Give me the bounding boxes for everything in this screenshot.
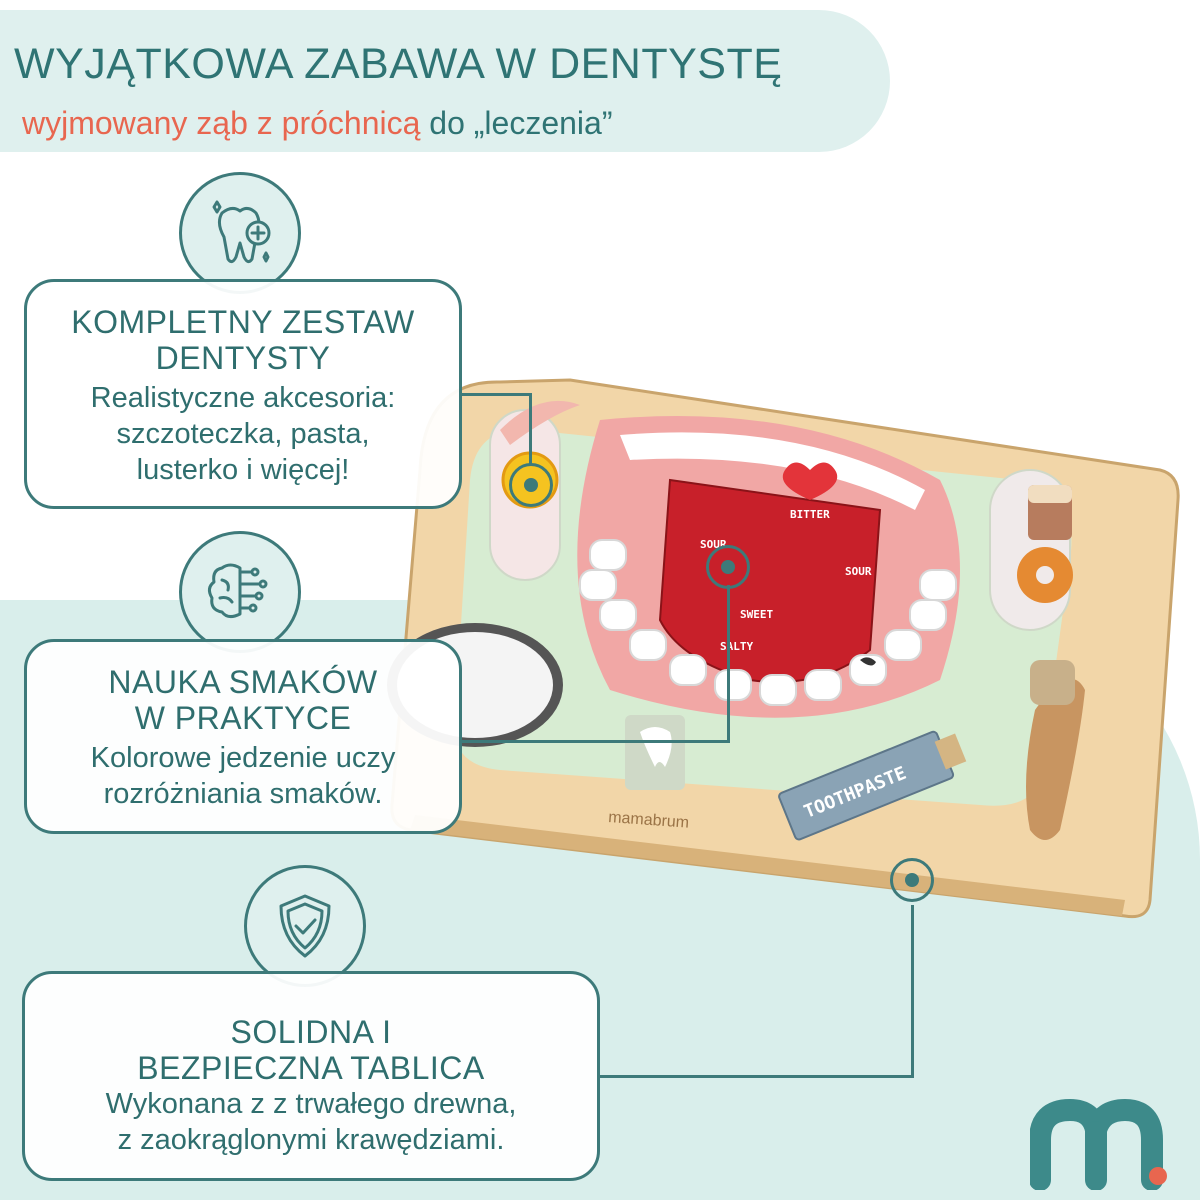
page-title: WYJĄTKOWA ZABAWA W DENTYSTĘ — [14, 40, 783, 88]
feature-1-title-line-1: KOMPLETNY ZESTAW — [71, 304, 415, 340]
board-brand: mamabrum — [608, 809, 690, 832]
tongue-label-sour-right: SOUR — [845, 565, 872, 578]
header-banner: WYJĄTKOWA ZABAWA W DENTYSTĘ wyjmowany zą… — [0, 10, 890, 152]
feature-2-title-line-2: W PRAKTYCE — [134, 700, 352, 736]
feature-3-body-line-2: z zaokrąglonymi krawędziami. — [117, 1124, 505, 1156]
feature-2-title-line-1: NAUKA SMAKÓW — [108, 664, 378, 700]
feature-1-body-line-1: Realistyczne akcesoria: — [90, 382, 396, 414]
tooth-plus-icon — [212, 200, 271, 264]
feature-2-card: NAUKA SMAKÓW W PRAKTYCE Kolorowe jedzeni… — [24, 639, 462, 834]
connector-3-h — [600, 1075, 914, 1078]
feature-3-icon-circle — [244, 865, 366, 987]
subtitle-rest: do „leczenia” — [420, 105, 613, 141]
hotspot-2 — [706, 545, 750, 589]
feature-1-body-line-3: lusterko i więcej! — [136, 454, 350, 486]
tongue-label-sweet: SWEET — [740, 608, 773, 621]
hotspot-3 — [890, 858, 934, 902]
connector-3-v — [911, 905, 914, 1078]
feature-2-icon-circle — [179, 531, 301, 653]
feature-1-title-line-2: DENTYSTY — [155, 340, 331, 376]
connector-2-h — [462, 740, 730, 743]
brain-circuit-icon — [207, 563, 268, 619]
feature-3-title-line-1: SOLIDNA I — [230, 1014, 392, 1050]
feature-2-body-line-1: Kolorowe jedzenie uczy — [90, 742, 396, 774]
feature-1-icon-circle — [179, 172, 301, 294]
tongue-label-bitter: BITTER — [790, 508, 830, 521]
subtitle-accent: wyjmowany ząb z próchnicą — [22, 105, 421, 141]
dentist-board-image: BITTER SOUR SOUR SWEET SALTY TOOTHPASTE — [387, 378, 1180, 919]
shield-check-icon — [279, 894, 331, 958]
tongue-labels: BITTER SOUR SOUR SWEET SALTY — [700, 508, 872, 653]
brand-logo — [1030, 1098, 1167, 1190]
hotspot-1 — [509, 463, 553, 507]
connector-1-h — [462, 393, 532, 396]
feature-2-body-line-2: rozróżniania smaków. — [103, 778, 383, 810]
feature-3-title-line-2: BEZPIECZNA TABLICA — [137, 1050, 485, 1086]
connector-1-v — [529, 393, 532, 465]
feature-1-card: KOMPLETNY ZESTAW DENTYSTY Realistyczne a… — [24, 279, 462, 509]
feature-1-body-line-2: szczoteczka, pasta, — [116, 418, 370, 450]
page-subtitle: wyjmowany ząb z próchnicą do „leczenia” — [22, 105, 612, 142]
feature-3-body-line-1: Wykonana z z trwałego drewna, — [105, 1088, 517, 1120]
tongue-label-salty: SALTY — [720, 640, 753, 653]
feature-3-card: SOLIDNA I BEZPIECZNA TABLICA Wykonana z … — [22, 971, 600, 1181]
connector-2-v — [727, 585, 730, 743]
